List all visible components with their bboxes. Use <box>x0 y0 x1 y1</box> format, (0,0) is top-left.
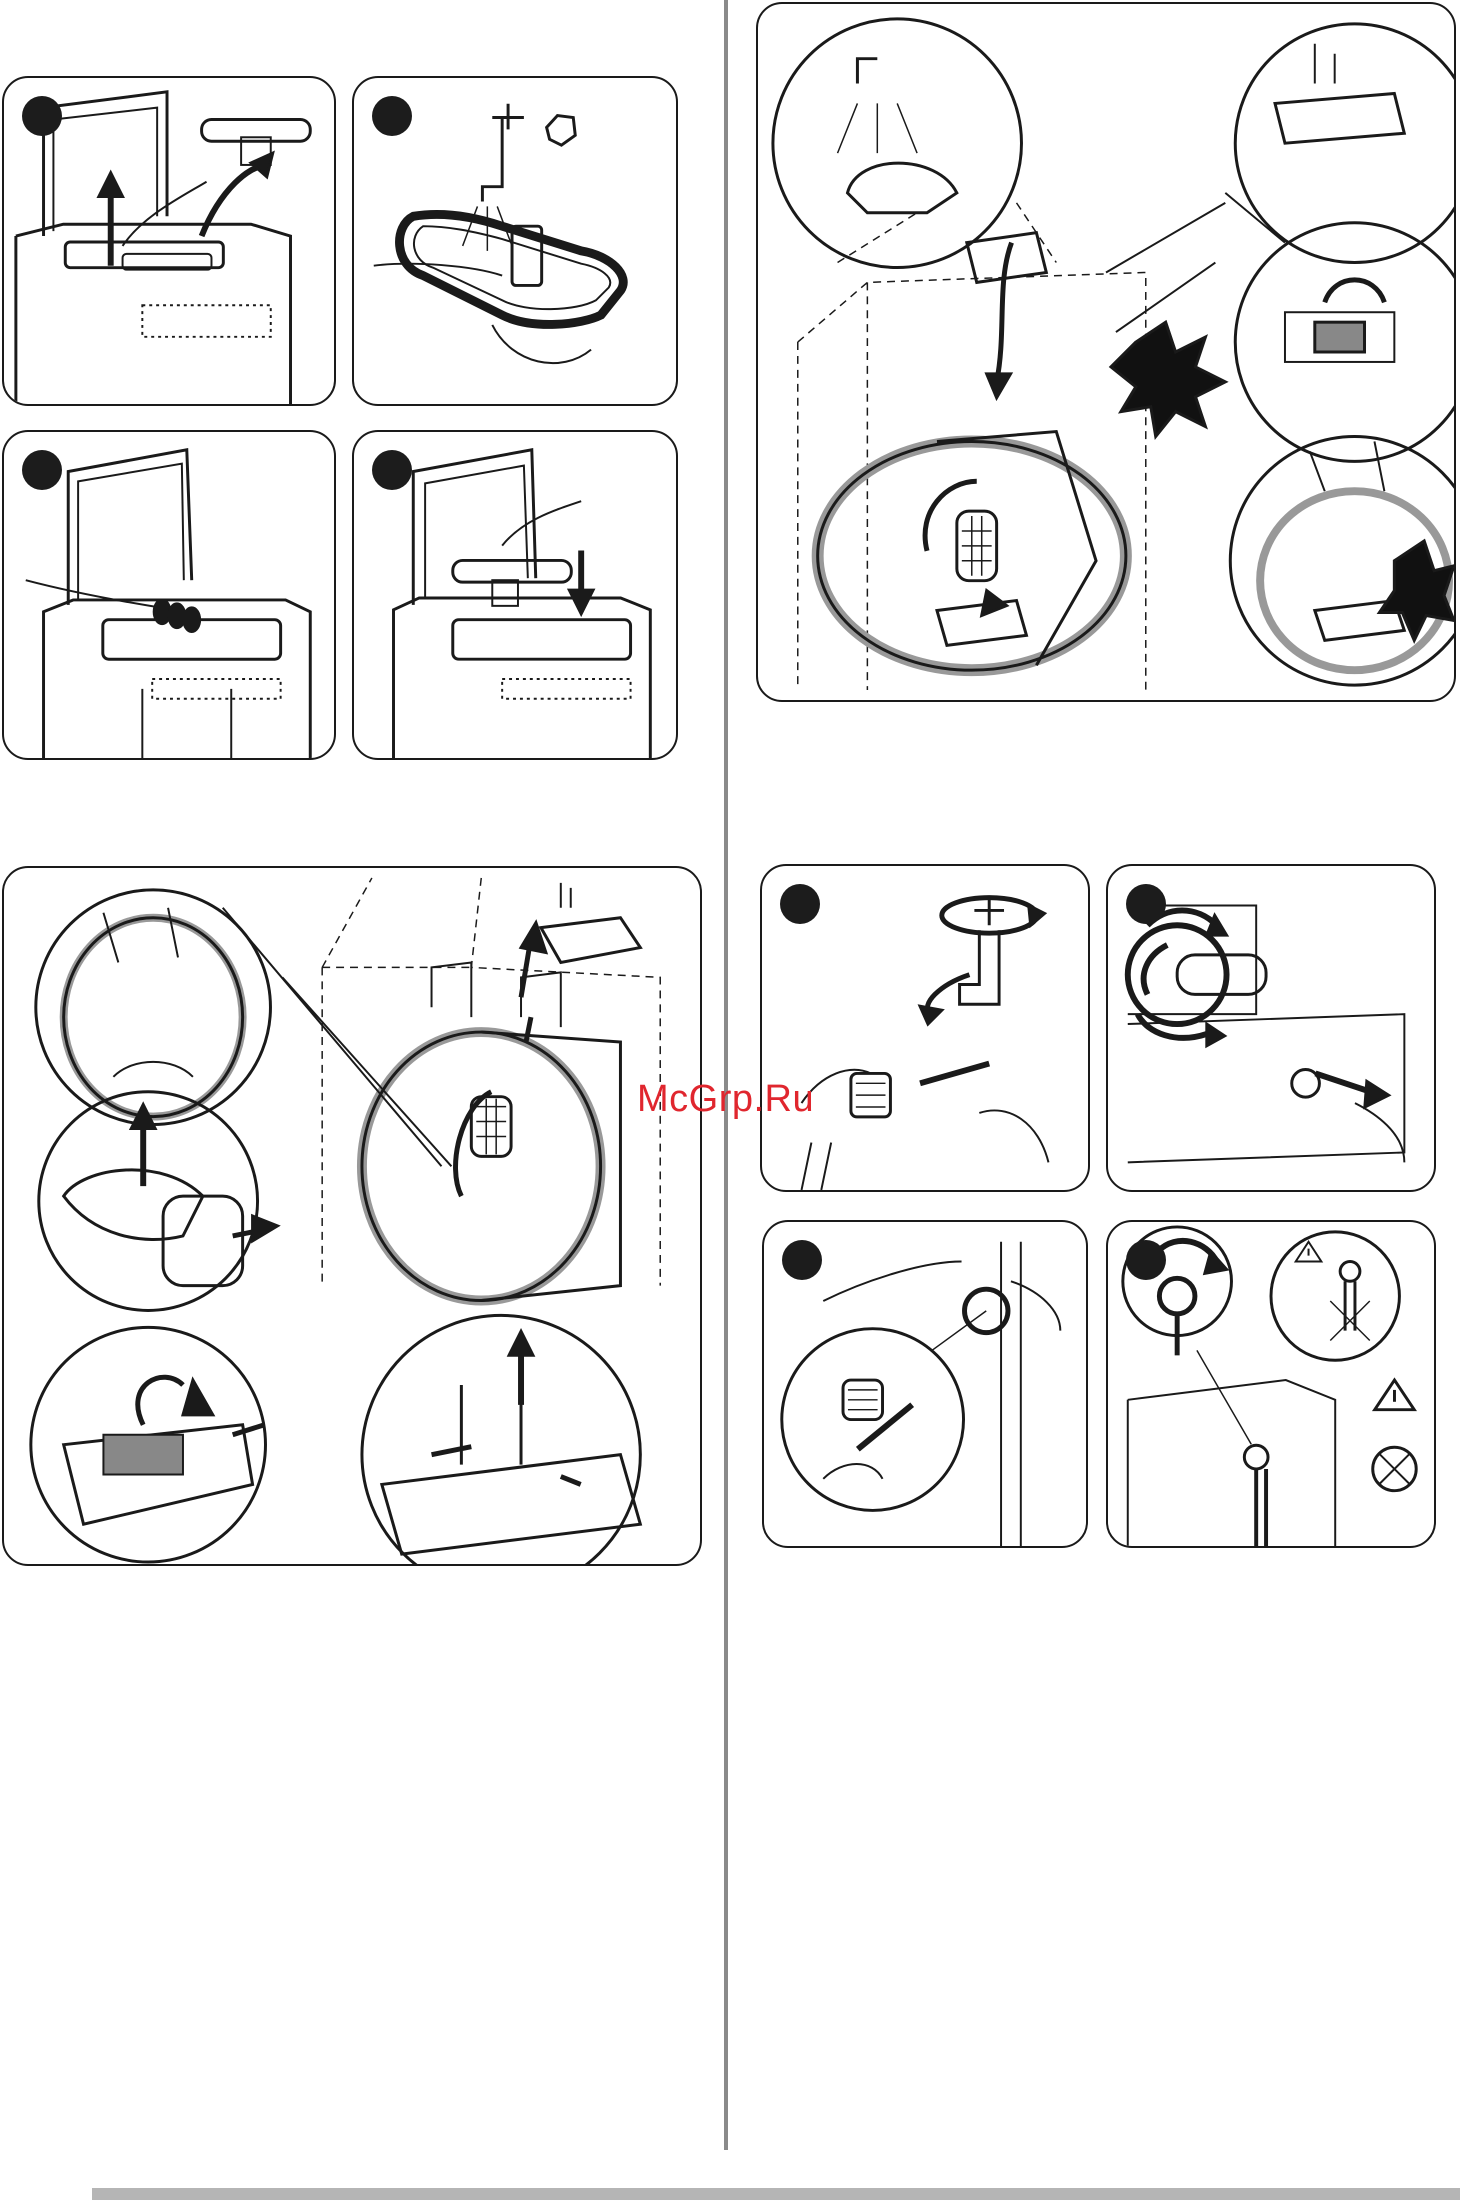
drum-filter-insert-icon <box>758 4 1454 700</box>
step-panel-drum-filter-removal <box>2 866 702 1566</box>
step-panel-clean-seat <box>2 430 336 760</box>
step-marker <box>782 1240 822 1280</box>
drum-filter-removal-icon <box>4 868 700 1564</box>
step-panel-drum-filter-insert <box>756 2 1456 702</box>
step-marker <box>780 884 820 924</box>
step-panel-reattach-hose <box>1106 1220 1436 1548</box>
step-panel-unscrew-hose <box>1106 864 1436 1192</box>
step-panel-rinse-filter <box>352 76 678 406</box>
step-panel-brush-filter <box>762 1220 1088 1548</box>
step-marker <box>22 96 62 136</box>
watermark-text: McGrp.Ru <box>637 1078 814 1121</box>
step-marker <box>1126 884 1166 924</box>
footer-bar <box>92 2188 1460 2200</box>
step-panel-tap-inlet <box>760 864 1090 1192</box>
step-marker <box>372 450 412 490</box>
step-panel-insert-filter <box>352 430 678 760</box>
step-marker <box>372 96 412 136</box>
step-panel-lift-lid <box>2 76 336 406</box>
column-divider <box>724 0 728 2150</box>
step-marker <box>1126 1240 1166 1280</box>
step-marker <box>22 450 62 490</box>
